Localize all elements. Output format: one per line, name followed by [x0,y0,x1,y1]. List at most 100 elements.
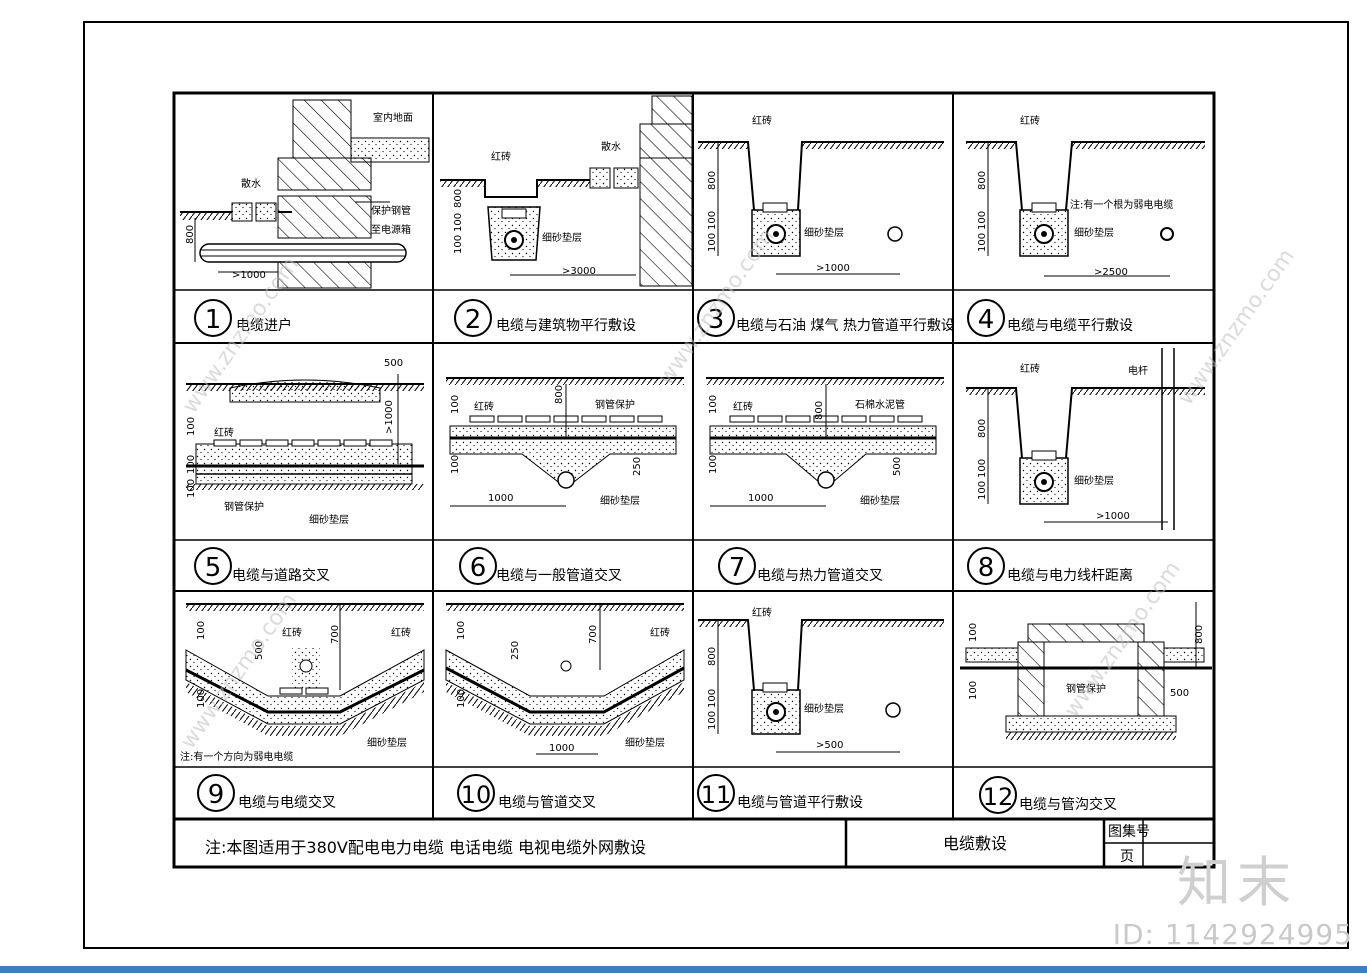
p12-label-4: 500 [1170,688,1189,699]
p8-label-5: 细砂垫层 [1074,474,1114,487]
p2-label-4: 100 [453,213,464,232]
p4-label-2: 800 [977,171,988,190]
p4-label-3: 100 [977,211,988,230]
p7-label-5: 500 [892,457,903,476]
p9-label-4: 500 [254,641,265,660]
p6-label-2: 800 [554,385,565,404]
p8-label-4: 100 [977,481,988,500]
bottom-bar [0,966,1367,973]
p9-label-3: 红砖 [391,626,411,639]
p2-label-3: 800 [453,189,464,208]
caption-8: 8 电缆与电力线杆距离 [967,547,1133,585]
panel-captions: 1 电缆进户 2 电缆与建筑物平行敷设 3 电缆与石油 煤气 热力管道平行敷设 … [194,299,1133,814]
p3-label-5: >1000 [816,263,850,274]
p1-label-0: 室内地面 [373,111,413,124]
caption-text-5: 电缆与道路交叉 [232,567,330,584]
panel-8-drawing [966,348,1205,530]
caption-text-12: 电缆与管沟交叉 [1019,796,1117,813]
p10-label-1: 250 [510,641,521,660]
p10-label-4: 100 [456,689,467,708]
p7-label-4: 100 [708,455,719,474]
p2-label-5: 100 [453,235,464,254]
p11-label-4: 细砂垫层 [804,702,844,715]
p4-label-4: 100 [977,233,988,252]
title-block-title: 电缆敷设 [943,834,1007,853]
p8-label-6: >1000 [1096,511,1130,522]
panel-12-drawing [960,602,1212,740]
p5-label-5: 100 [186,479,197,498]
p5-label-1: >1000 [384,400,395,434]
p6-label-3: 钢管保护 [595,398,635,411]
p11-label-1: 800 [707,647,718,666]
caption-text-7: 电缆与热力管道交叉 [757,567,883,584]
caption-text-1: 电缆进户 [236,317,292,334]
p3-label-2: 100 [707,211,718,230]
title-block-note: 注:本图适用于380V配电电力电缆 电话电缆 电视电缆外网敷设 [205,838,646,857]
p3-label-3: 100 [707,233,718,252]
p5-label-6: 钢管保护 [224,500,264,513]
caption-num-5: 5 [205,553,222,583]
p8-label-1: 电杆 [1128,364,1148,377]
p12-label-2: 100 [968,681,979,700]
panel-2-drawing [440,95,693,287]
p5-label-7: 细砂垫层 [309,513,349,526]
caption-6: 6 电缆与一般管道交叉 [459,547,622,585]
caption-4: 4 电缆与电缆平行敷设 [967,299,1133,337]
p6-label-0: 100 [450,395,461,414]
caption-dividers [174,289,1214,768]
p3-label-1: 800 [707,171,718,190]
caption-num-4: 4 [978,305,995,335]
caption-num-3: 3 [708,305,725,335]
caption-text-10: 电缆与管道交叉 [498,794,596,811]
p10-label-5: 1000 [549,743,574,754]
p11-label-0: 红砖 [752,606,772,619]
page-label: 页 [1120,849,1134,865]
panel-11-drawing [698,619,944,753]
p11-label-5: >500 [816,740,843,751]
p3-label-4: 细砂垫层 [804,226,844,239]
p9-label-6: 细砂垫层 [367,736,407,749]
caption-2: 2 电缆与建筑物平行敷设 [454,299,636,337]
watermark-site-3: www.znzmo.com [1174,244,1300,409]
caption-num-11: 11 [701,781,732,809]
p4-label-5: 细砂垫层 [1074,226,1114,239]
p10-label-2: 700 [588,625,599,644]
p7-label-2: 800 [814,401,825,420]
caption-num-9: 9 [208,780,225,810]
caption-1: 1 电缆进户 [194,299,292,337]
panel-10-drawing [445,603,685,755]
p8-label-2: 800 [977,419,988,438]
p10-label-3: 红砖 [650,626,670,639]
caption-num-2: 2 [465,305,482,335]
p6-label-5: 250 [632,457,643,476]
caption-10: 10 电缆与管道交叉 [457,774,596,812]
panel-9-drawing [185,603,425,736]
watermark-brand: 知末 [1177,851,1297,914]
p6-label-7: 细砂垫层 [600,494,640,507]
outer-border [83,21,1349,949]
p5-label-4: 100 [186,455,197,474]
caption-11: 11 电缆与管道平行敷设 [697,774,863,812]
p6-label-4: 100 [450,455,461,474]
watermark-id: ID: 1142924995 [1112,918,1353,951]
p4-label-6: >2500 [1094,267,1128,278]
p6-label-6: 1000 [488,493,513,504]
p10-label-0: 100 [456,621,467,640]
panel-grid [174,93,1214,821]
p8-label-0: 红砖 [1020,362,1040,375]
p10-label-6: 细砂垫层 [625,736,665,749]
p9-label-2: 700 [330,625,341,644]
caption-num-7: 7 [729,553,746,583]
panel-4-drawing [966,141,1205,277]
p1-label-3: 至电源箱 [371,223,411,236]
p9-label-1: 红砖 [282,626,302,639]
caption-9: 9 电缆与电缆交叉 [197,774,336,812]
p7-label-7: 细砂垫层 [860,494,900,507]
p5-label-3: 红砖 [214,426,234,439]
panel-5-drawing [186,374,424,490]
caption-5: 5 电缆与道路交叉 [194,547,330,585]
caption-text-9: 电缆与电缆交叉 [238,794,336,811]
p11-label-2: 100 [707,689,718,708]
p9-label-0: 100 [196,621,207,640]
